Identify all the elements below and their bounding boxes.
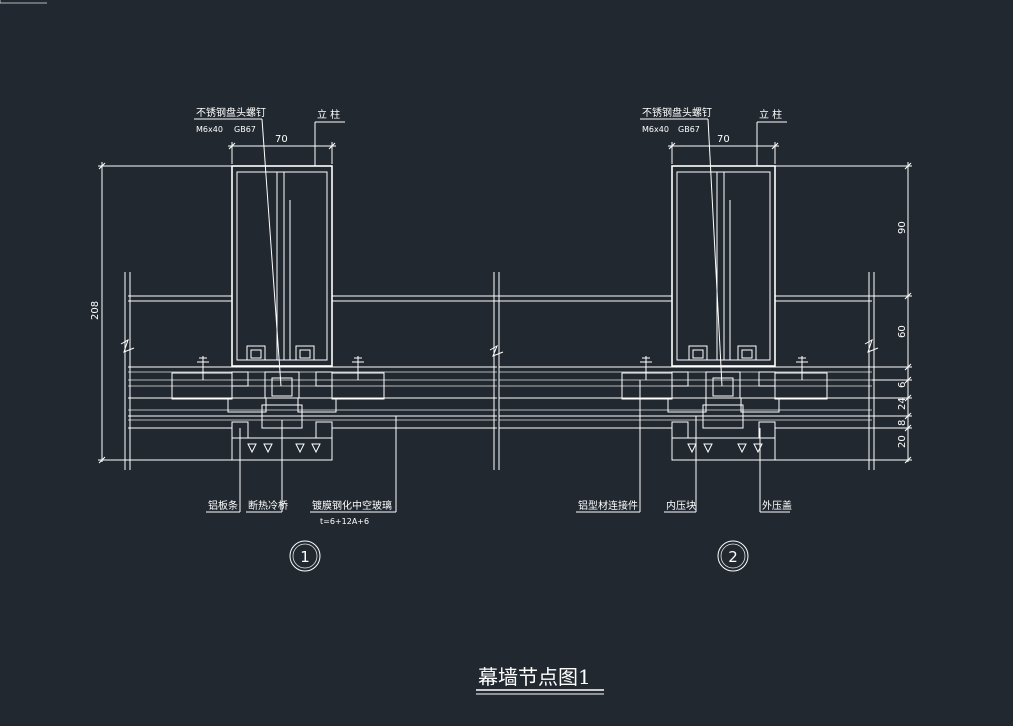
node-2-width-dim-text: 70 [717, 134, 730, 145]
node-2-screw-spec-a: M6x40 [642, 125, 669, 134]
node-2-dim-60: 60 [897, 325, 908, 338]
node-2-dim-8: 8 [897, 420, 908, 426]
node-2: 70 90 60 24 6 20 8 不锈钢盘头螺钉 M6x40 G [497, 106, 912, 572]
node-1-width-dimension: 70 [228, 134, 336, 164]
node-1-clamp-details [171, 345, 385, 461]
node-1-bottom-leaders [206, 416, 397, 513]
node-2-dim-6: 6 [897, 382, 908, 388]
node-2-detail-bubble: 2 [717, 540, 749, 572]
node-2-glass-lines [497, 295, 872, 429]
node-1-bottom-label-1: 铝板条 [208, 499, 238, 512]
node-2-mullion-label: 立 柱 [759, 108, 782, 121]
node-2-detail-number: 2 [728, 548, 738, 566]
node-1-screw-label: 不锈钢盘头螺钉 [196, 106, 266, 119]
node-1-glass-lines [128, 295, 497, 429]
node-2-mullion [671, 165, 776, 367]
node-2-dim-20: 20 [897, 435, 908, 448]
node-1: 70 208 不锈钢盘头螺钉 M6x40 GB67 立 柱 [90, 106, 504, 572]
drawing-title: 幕墙节点图1 [478, 665, 591, 689]
node-2-dim-90: 90 [897, 221, 908, 234]
node-1-overall-dim-text: 208 [90, 301, 101, 320]
node-2-width-dimension: 70 [668, 134, 779, 164]
node-1-screw-spec-b: GB67 [234, 125, 256, 134]
node-2-right-dimensions [775, 162, 912, 464]
node-1-bottom-label-3: 镀膜钢化中空玻璃 [312, 499, 392, 512]
node-1-detail-number: 1 [300, 548, 310, 566]
node-2-break-lines [864, 272, 879, 470]
node-2-dim-24: 24 [897, 397, 908, 410]
node-1-mullion [231, 165, 333, 367]
drawing-title-block: 幕墙节点图1 [476, 665, 604, 695]
node-2-bottom-label-3: 外压盖 [762, 499, 792, 512]
node-1-mullion-label: 立 柱 [317, 108, 340, 121]
node-2-bottom-label-1: 铝型材连接件 [578, 499, 638, 512]
node-1-screw-spec-a: M6x40 [196, 125, 223, 134]
node-2-screw-label: 不锈钢盘头螺钉 [642, 106, 712, 119]
node-1-bottom-label-2: 断热冷桥 [248, 499, 288, 512]
node-1-width-dim-text: 70 [275, 134, 288, 145]
node-1-overall-dimension: 208 [90, 162, 232, 464]
node-1-break-lines [120, 272, 504, 470]
node-1-top-leaders [194, 118, 345, 387]
node-2-screw-spec-b: GB67 [678, 125, 700, 134]
node-1-glass-spec: t=6+12A+6 [320, 517, 369, 526]
node-2-bottom-label-2: 内压块 [666, 499, 696, 512]
viewport-corner [0, 0, 47, 4]
node-1-detail-bubble: 1 [289, 540, 321, 572]
node-2-clamp-details [621, 345, 828, 461]
node-2-top-leaders [640, 118, 787, 387]
node-2-bottom-leaders [576, 380, 790, 513]
